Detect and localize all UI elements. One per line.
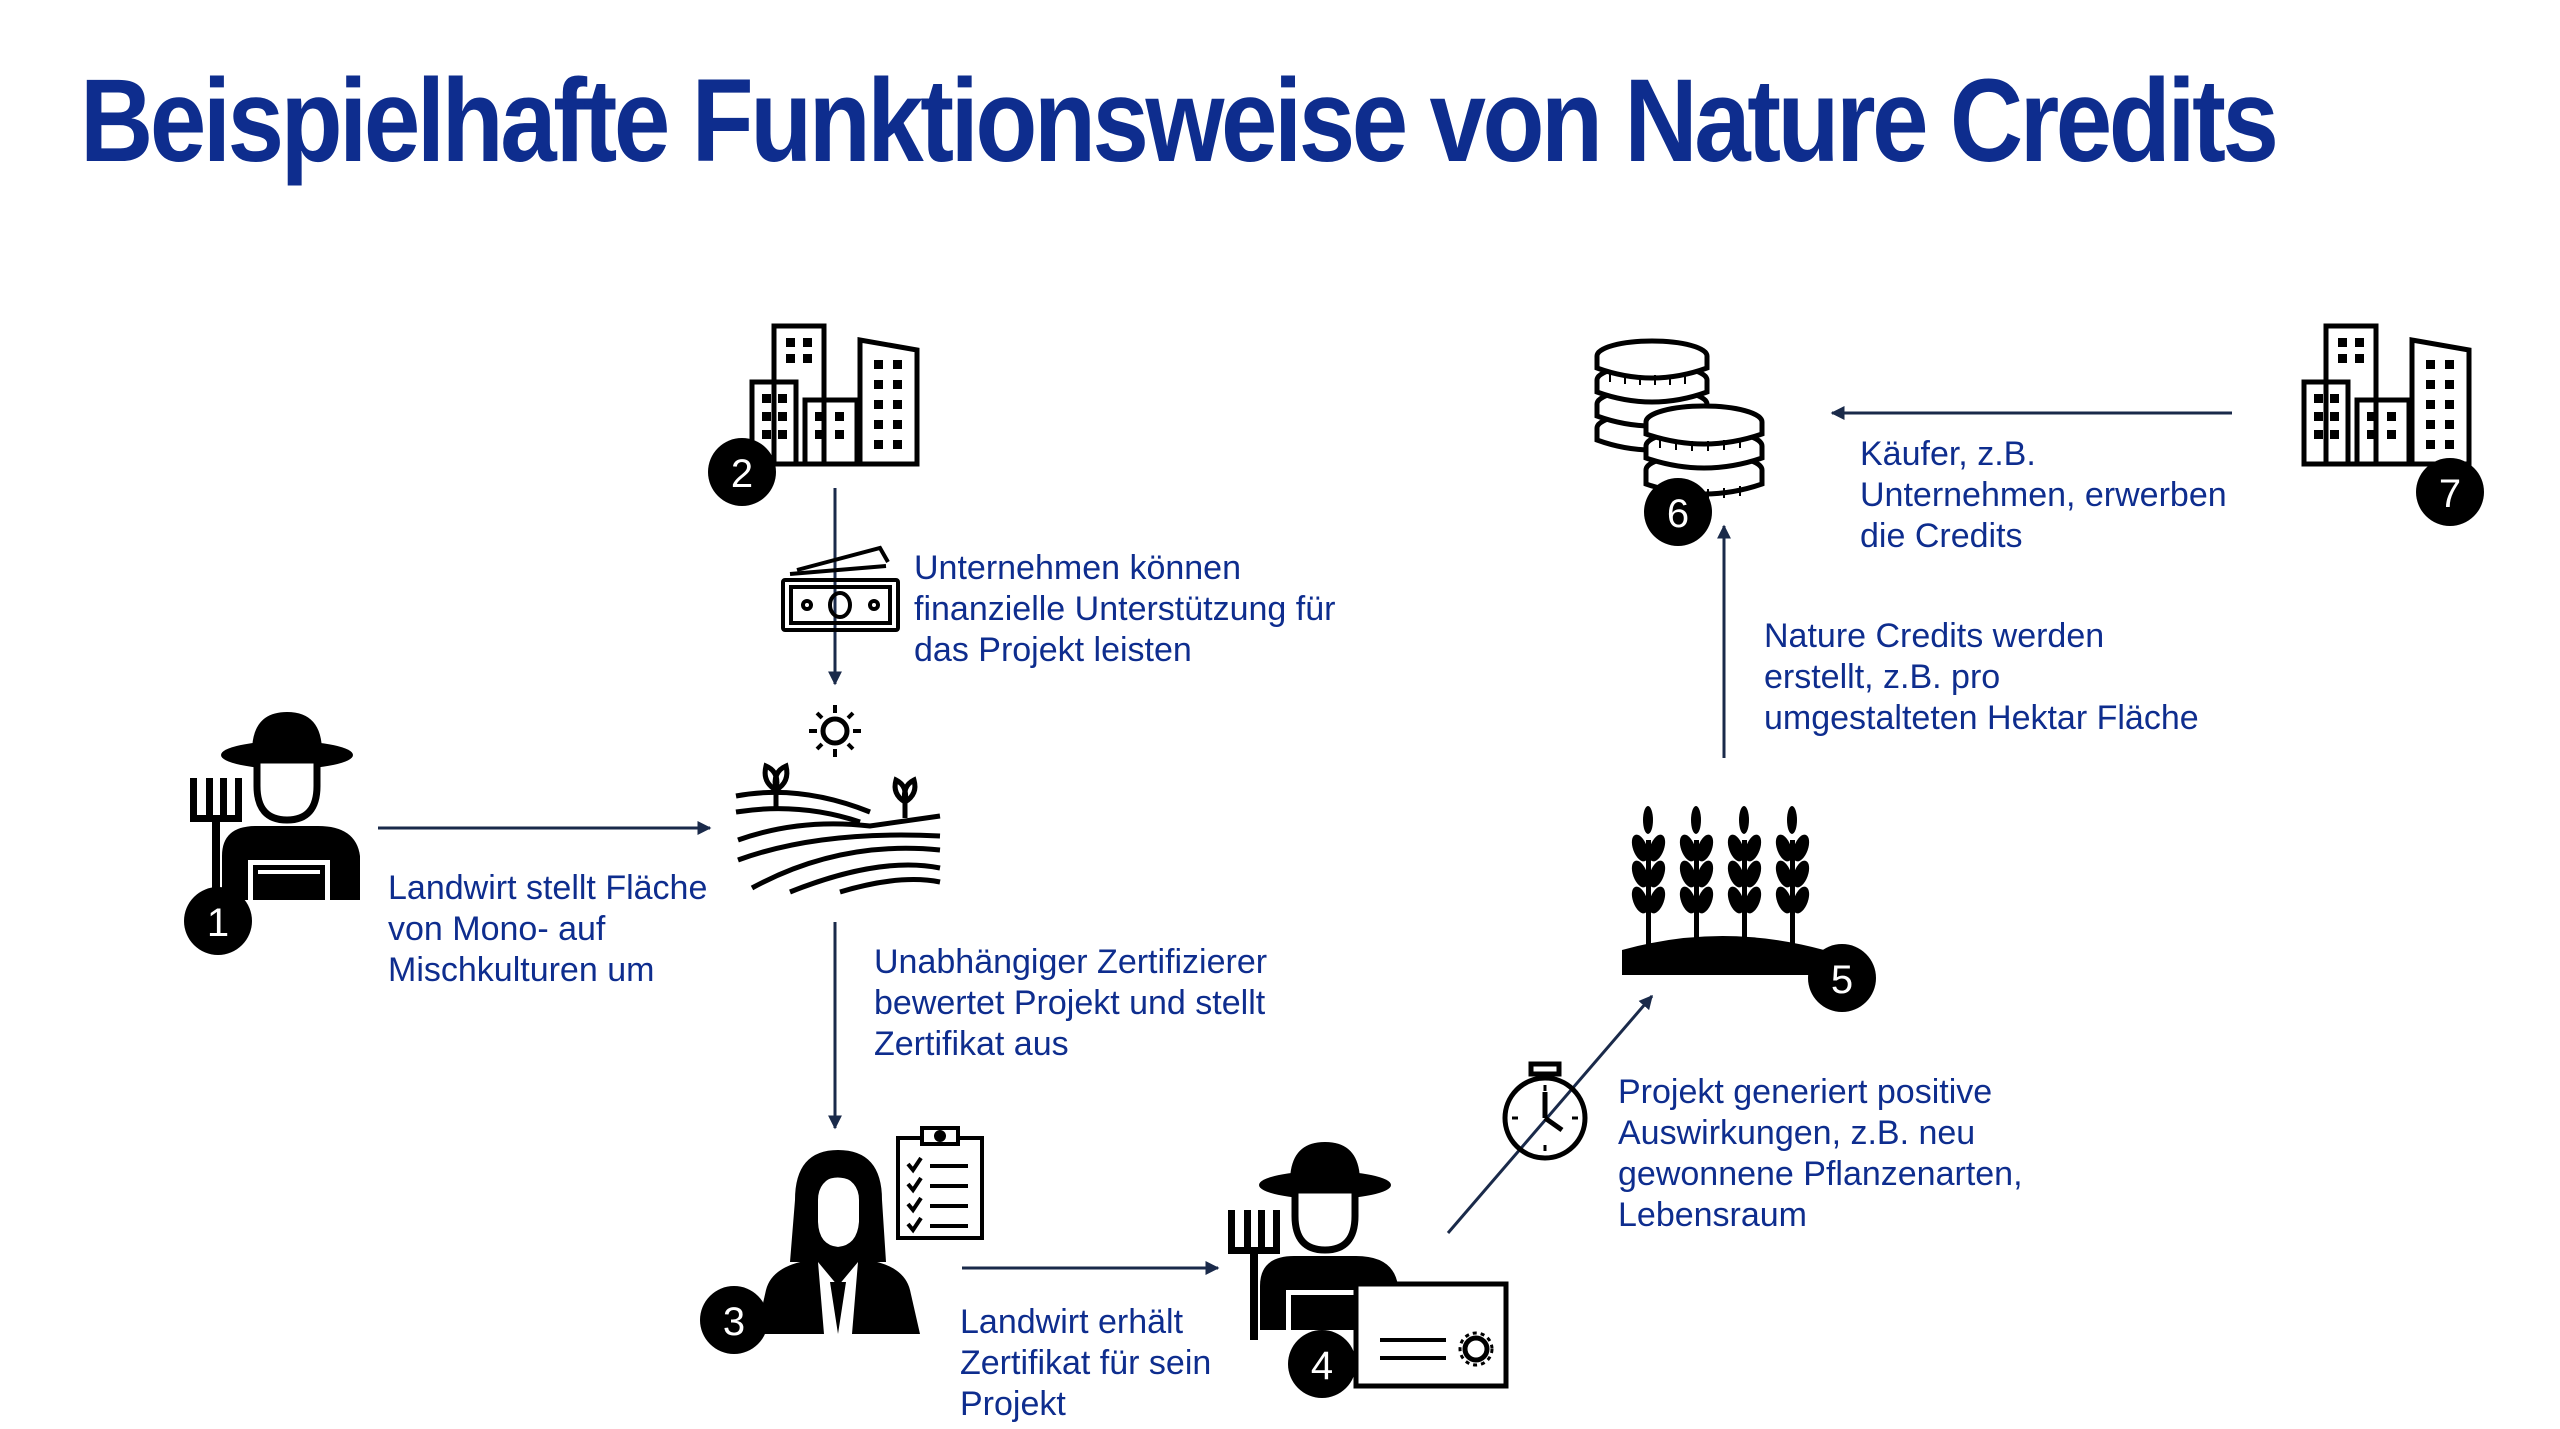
step-1-number: 1 — [207, 901, 229, 945]
step-7-label: Käufer, z.B. Unternehmen, erwerben die C… — [1860, 434, 2227, 557]
step-2-label: Unternehmen können finanzielle Unterstüt… — [914, 548, 1335, 671]
step-6-badge: 6 — [1644, 478, 1712, 546]
step-3-label: Unabhängiger Zertifizierer bewertet Proj… — [874, 942, 1267, 1065]
step-3-label-line: Zertifikat aus — [874, 1025, 1069, 1063]
field-with-sun-icon — [735, 705, 941, 895]
step-2-label-line: das Projekt leisten — [914, 631, 1192, 669]
coins-icon — [1594, 338, 1765, 499]
step-6-label-line: erstellt, z.B. pro — [1764, 658, 2001, 696]
step-4-badge: 4 — [1288, 1330, 1356, 1398]
page-title: Beispielhafte Funktionsweise von Nature … — [80, 55, 2279, 187]
step-6-number: 6 — [1667, 492, 1689, 536]
step-5-label-line: gewonnene Pflanzenarten, — [1618, 1155, 2023, 1193]
step-5-label-line: Projekt generiert positive — [1618, 1073, 1993, 1111]
step-2-label-line: Unternehmen können — [914, 549, 1242, 587]
arrow-4-to-5 — [1446, 994, 1654, 1234]
step-2-badge: 2 — [708, 438, 776, 506]
step-4-number: 4 — [1311, 1344, 1333, 1388]
stopwatch-icon — [1502, 1061, 1588, 1161]
step-3-label-line: Unabhängiger Zertifizierer — [874, 943, 1268, 981]
step-7-label-line: Unternehmen, erwerben — [1860, 476, 2227, 514]
office-buildings-icon — [2301, 323, 2472, 467]
step-7-label-line: die Credits — [1860, 517, 2023, 555]
money-icon — [781, 545, 900, 632]
farmer-with-certificate-icon — [1228, 1142, 1509, 1389]
step-1-label-line: Mischkulturen um — [388, 951, 655, 989]
step-5-label: Projekt generiert positive Auswirkungen,… — [1618, 1072, 2023, 1236]
step-5-number: 5 — [1831, 958, 1853, 1002]
farmer-icon — [190, 712, 360, 908]
step-3-number: 3 — [723, 1300, 745, 1344]
wheat-field-icon — [1622, 806, 1824, 975]
step-4-label: Landwirt erhält Zertifikat für sein Proj… — [960, 1302, 1211, 1425]
step-1-badge: 1 — [184, 887, 252, 955]
office-buildings-icon — [749, 323, 920, 467]
step-1-label: Landwirt stellt Fläche von Mono- auf Mis… — [388, 868, 707, 991]
step-5-label-line: Lebensraum — [1618, 1196, 1808, 1234]
step-7-number: 7 — [2439, 472, 2461, 516]
step-1-label-line: von Mono- auf — [388, 910, 606, 948]
step-2-number: 2 — [731, 452, 753, 496]
step-3-label-line: bewertet Projekt und stellt — [874, 984, 1266, 1022]
step-1-label-line: Landwirt stellt Fläche — [388, 869, 708, 907]
step-3-badge: 3 — [700, 1286, 768, 1354]
step-7-label-line: Käufer, z.B. — [1860, 435, 2036, 473]
clipboard-checklist-icon — [896, 1126, 984, 1240]
step-6-label-line: umgestalteten Hektar Fläche — [1764, 699, 2199, 737]
step-4-label-line: Projekt — [960, 1385, 1066, 1423]
certifier-woman-icon — [756, 1150, 920, 1334]
step-7-badge: 7 — [2416, 458, 2484, 526]
step-4-label-line: Landwirt erhält — [960, 1303, 1184, 1341]
step-6-label-line: Nature Credits werden — [1764, 617, 2105, 655]
step-5-label-line: Auswirkungen, z.B. neu — [1618, 1114, 1976, 1152]
step-2-label-line: finanzielle Unterstützung für — [914, 590, 1336, 628]
step-5-badge: 5 — [1808, 944, 1876, 1012]
step-6-label: Nature Credits werden erstellt, z.B. pro… — [1764, 616, 2199, 739]
step-4-label-line: Zertifikat für sein — [960, 1344, 1212, 1382]
